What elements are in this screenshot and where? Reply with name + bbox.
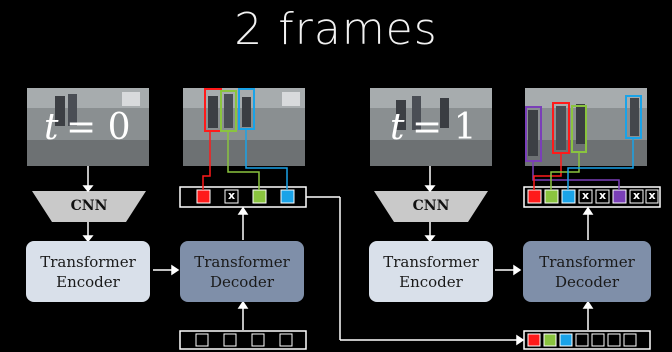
frame1-time-eq: = 0 bbox=[66, 107, 131, 148]
frame1-output-image bbox=[183, 88, 305, 166]
frame2-time-var: t bbox=[390, 107, 405, 148]
encoder-label-line2: Encoder bbox=[399, 272, 463, 291]
frame1-output-queries bbox=[179, 186, 307, 208]
encoder-label-line2: Encoder bbox=[56, 272, 120, 291]
frame2-time-eq: = 1 bbox=[412, 107, 477, 148]
query-x-mark: x bbox=[581, 189, 590, 202]
query-x-mark: x bbox=[632, 189, 641, 202]
decoder-label-line1: Transformer bbox=[194, 252, 290, 271]
frame2-input-queries bbox=[523, 330, 651, 350]
track-propagation-arrow bbox=[306, 196, 525, 346]
frame2-output-queries bbox=[523, 186, 661, 208]
slide-title: 2 frames bbox=[234, 4, 438, 55]
query-slot-blue bbox=[280, 189, 295, 204]
query-slot-green bbox=[252, 189, 267, 204]
frame1-time-var: t bbox=[44, 107, 59, 148]
frame1-input-image bbox=[27, 88, 149, 166]
cnn-block-frame1 bbox=[32, 191, 146, 222]
decoder-label-line2: Decoder bbox=[555, 272, 619, 291]
query-x-mark: x bbox=[598, 189, 607, 202]
query-slot-empty bbox=[224, 189, 239, 204]
cnn-block-frame2 bbox=[374, 191, 488, 222]
query-slot-red bbox=[196, 189, 211, 204]
encoder-label-line1: Transformer bbox=[383, 252, 479, 271]
decoder-label-line1: Transformer bbox=[539, 252, 635, 271]
query-x-mark: x bbox=[648, 189, 656, 202]
decoder-label-line2: Decoder bbox=[210, 272, 274, 291]
query-x-mark: x bbox=[227, 189, 236, 202]
cnn-label-frame2: CNN bbox=[412, 198, 450, 214]
frame1-input-queries bbox=[179, 330, 307, 350]
frame2-input-image bbox=[370, 88, 492, 166]
encoder-label-line1: Transformer bbox=[40, 252, 136, 271]
frame2-output-image bbox=[525, 88, 647, 166]
cnn-label-frame1: CNN bbox=[70, 198, 108, 214]
